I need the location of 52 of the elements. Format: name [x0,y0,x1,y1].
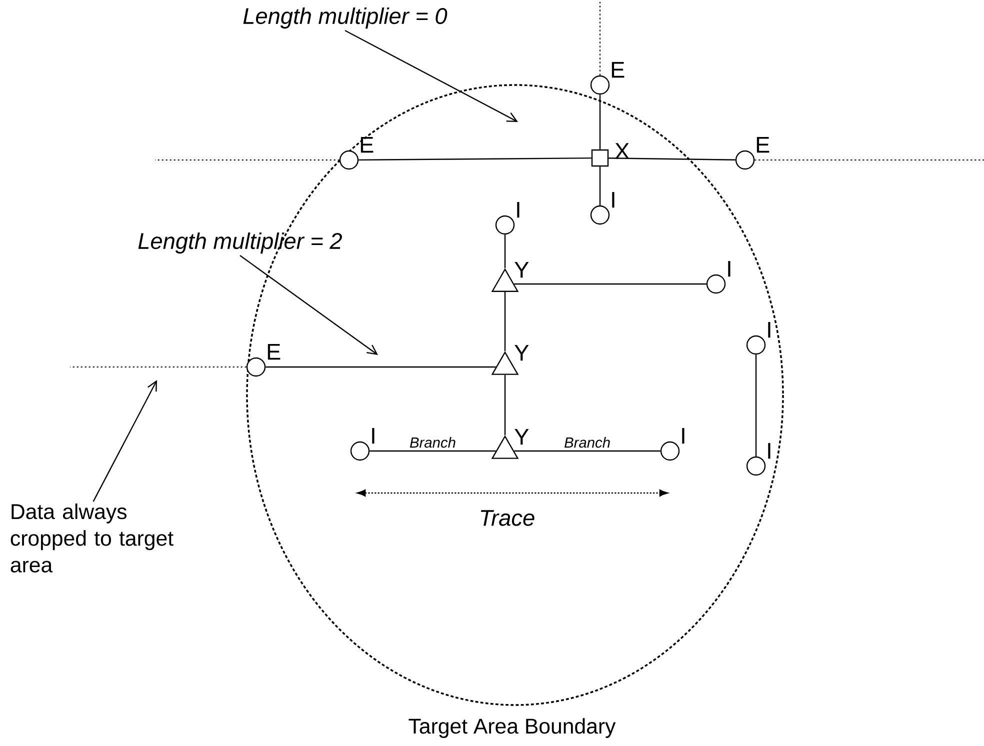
node-letter: I [372,428,374,444]
connector-line [514,283,706,285]
circle-node [590,205,610,225]
extension-line [754,159,984,161]
connector-line [608,158,736,160]
edge-label: Branch [410,436,456,448]
connector-line [755,354,757,456]
connector-line [358,157,592,161]
leader-line [240,255,378,355]
node-letter: I [517,202,520,218]
node-letter: Y [514,429,529,445]
connector-line [514,450,660,452]
boundary-caption: Target Area Boundary [408,718,616,738]
node-letter: Y [514,262,529,278]
extension-line [155,159,340,161]
square-node [591,149,609,167]
circle-node [590,75,610,95]
circle-node [660,441,680,461]
connector-line [504,374,506,436]
leader-line [92,380,157,502]
connector-line [599,94,601,150]
node-letter: I [682,428,684,444]
annotation-text: Length multiplier = 0 [243,7,448,29]
extension-line [599,2,601,76]
node-letter: E [268,344,280,360]
connector-line [266,366,496,368]
circle-node [746,456,766,476]
leader-line [344,30,518,122]
circle-node [735,150,755,170]
circle-node [350,441,370,461]
edge-label: Branch [564,436,610,448]
connector-line [504,292,506,352]
connector-line [370,450,496,452]
annotation-text: Length multiplier = 2 [138,232,342,254]
node-letter: E [756,137,770,153]
annotation-text: Data always cropped to target area [10,504,174,572]
node-letter: I [728,261,730,277]
circle-node [746,335,766,355]
circle-node [246,357,266,377]
connector-line [599,166,601,206]
node-letter: X [615,143,630,159]
dimension-label: Trace [480,510,534,526]
node-letter: Y [514,345,529,361]
extension-line [70,366,246,368]
connector-line [504,234,506,268]
circle-node [495,215,515,235]
node-letter: I [768,443,770,459]
node-letter: I [768,322,770,338]
node-letter: I [612,192,614,208]
circle-node [706,274,726,294]
node-letter: E [612,62,624,78]
circle-node [339,150,359,170]
